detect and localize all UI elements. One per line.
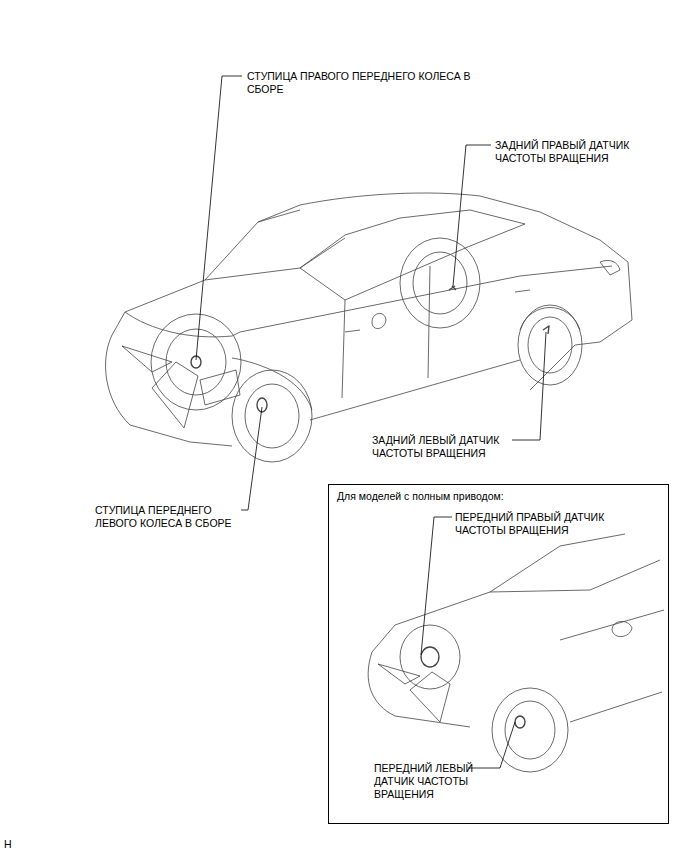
panel-heading: Для моделей с полным приводом: — [329, 485, 668, 503]
part-label: ПЕРЕДНИЙ ЛЕВЫЙ ДАТЧИК ЧАСТОТЫ ВРАЩЕНИЯ — [374, 762, 474, 801]
part-label: СТУПИЦА ПРАВОГО ПЕРЕДНЕГО КОЛЕСА В СБОРЕ — [247, 70, 479, 96]
part-label: H — [4, 838, 24, 851]
part-label: ПЕРЕДНИЙ ПРАВЫЙ ДАТЧИК ЧАСТОТЫ ВРАЩЕНИЯ — [455, 511, 620, 537]
part-label: ЗАДНИЙ ПРАВЫЙ ДАТЧИК ЧАСТОТЫ ВРАЩЕНИЯ — [495, 139, 645, 165]
part-label: СТУПИЦА ПЕРЕДНЕГО ЛЕВОГО КОЛЕСА В СБОРЕ — [95, 504, 240, 530]
part-label: ЗАДНИЙ ЛЕВЫЙ ДАТЧИК ЧАСТОТЫ ВРАЩЕНИЯ — [372, 434, 522, 460]
